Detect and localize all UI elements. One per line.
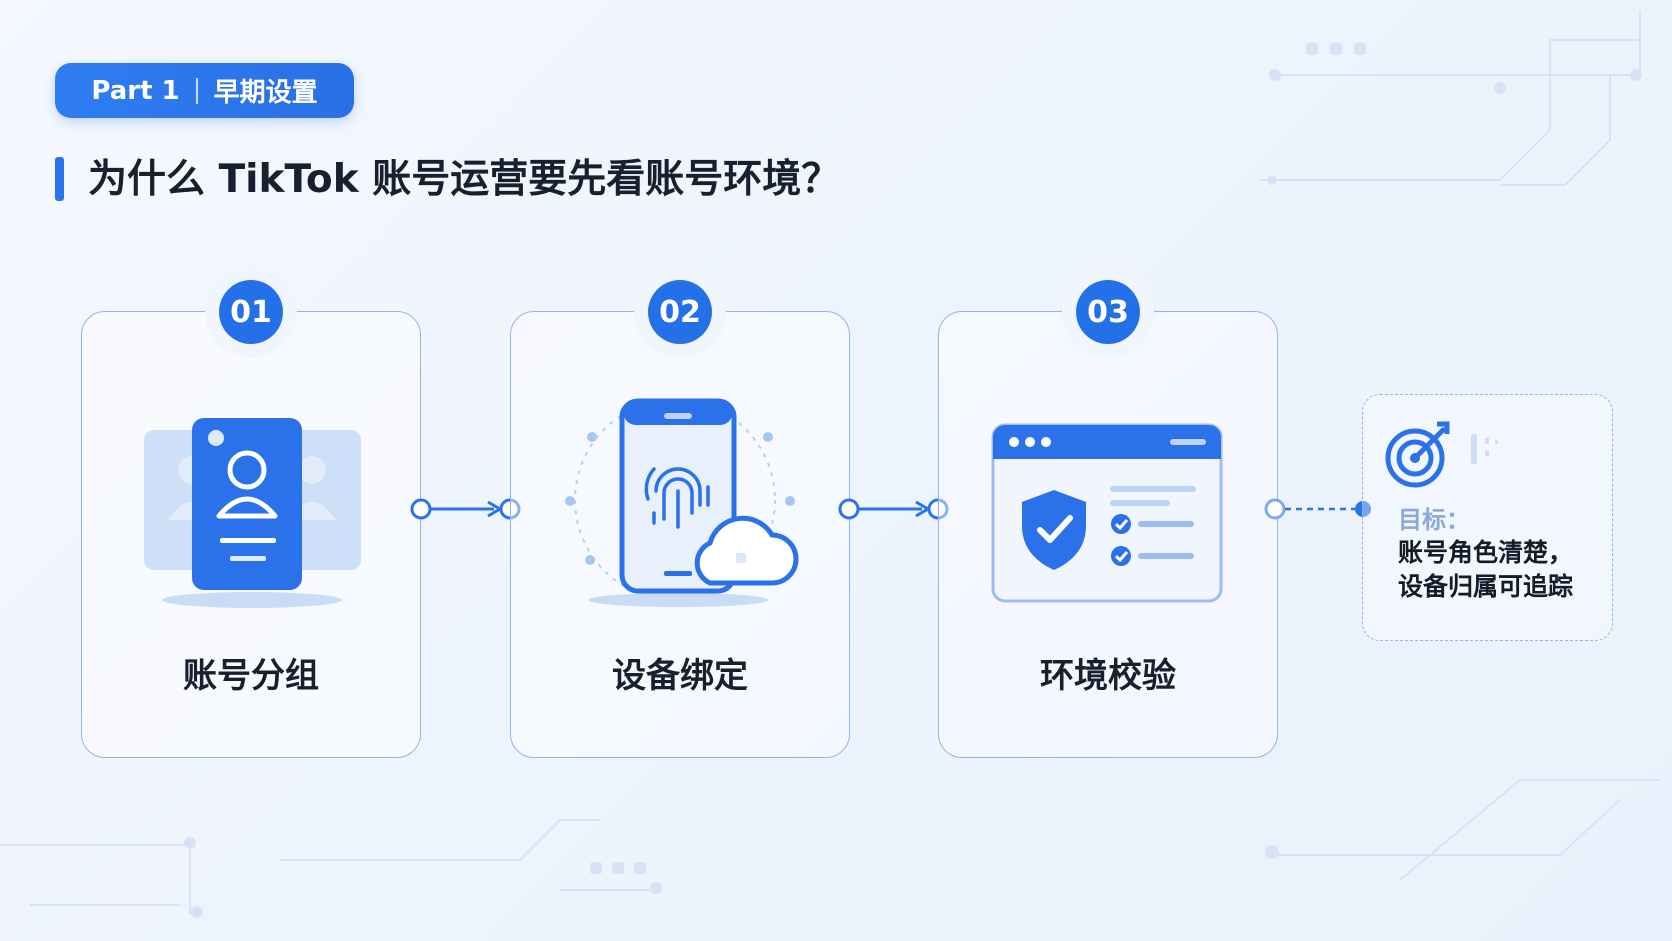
target-arrow-icon <box>1385 421 1498 488</box>
badge-separator <box>195 77 198 104</box>
step-label-1: 账号分组 <box>183 656 319 696</box>
step-label-3: 环境校验 <box>1040 656 1176 696</box>
goal-line-2: 设备归属可追踪 <box>1398 572 1574 601</box>
step-number-2: 02 <box>648 280 712 344</box>
phone-fingerprint-cloud-icon <box>565 398 799 607</box>
step-number-1: 01 <box>219 280 283 344</box>
browser-shield-checklist-icon <box>991 423 1223 603</box>
step-label-2: 设备绑定 <box>612 656 748 696</box>
step-number-3: 03 <box>1076 280 1140 344</box>
section-label: 早期设置 <box>213 78 318 108</box>
goal-line-1: 账号角色清楚， <box>1398 538 1574 567</box>
dashed-connector <box>1264 498 1371 520</box>
page-title: 为什么 TikTok 账号运营要先看账号环境？ <box>88 157 841 202</box>
part-badge: Part 1 早期设置 <box>55 63 354 118</box>
id-card-stack-icon <box>144 418 361 608</box>
goal-heading: 目标： <box>1398 506 1470 534</box>
arrow-connector-1 <box>410 498 521 520</box>
arrow-connector-2 <box>838 498 949 520</box>
title-accent-bar <box>55 157 64 201</box>
part-label: Part 1 <box>91 75 180 106</box>
